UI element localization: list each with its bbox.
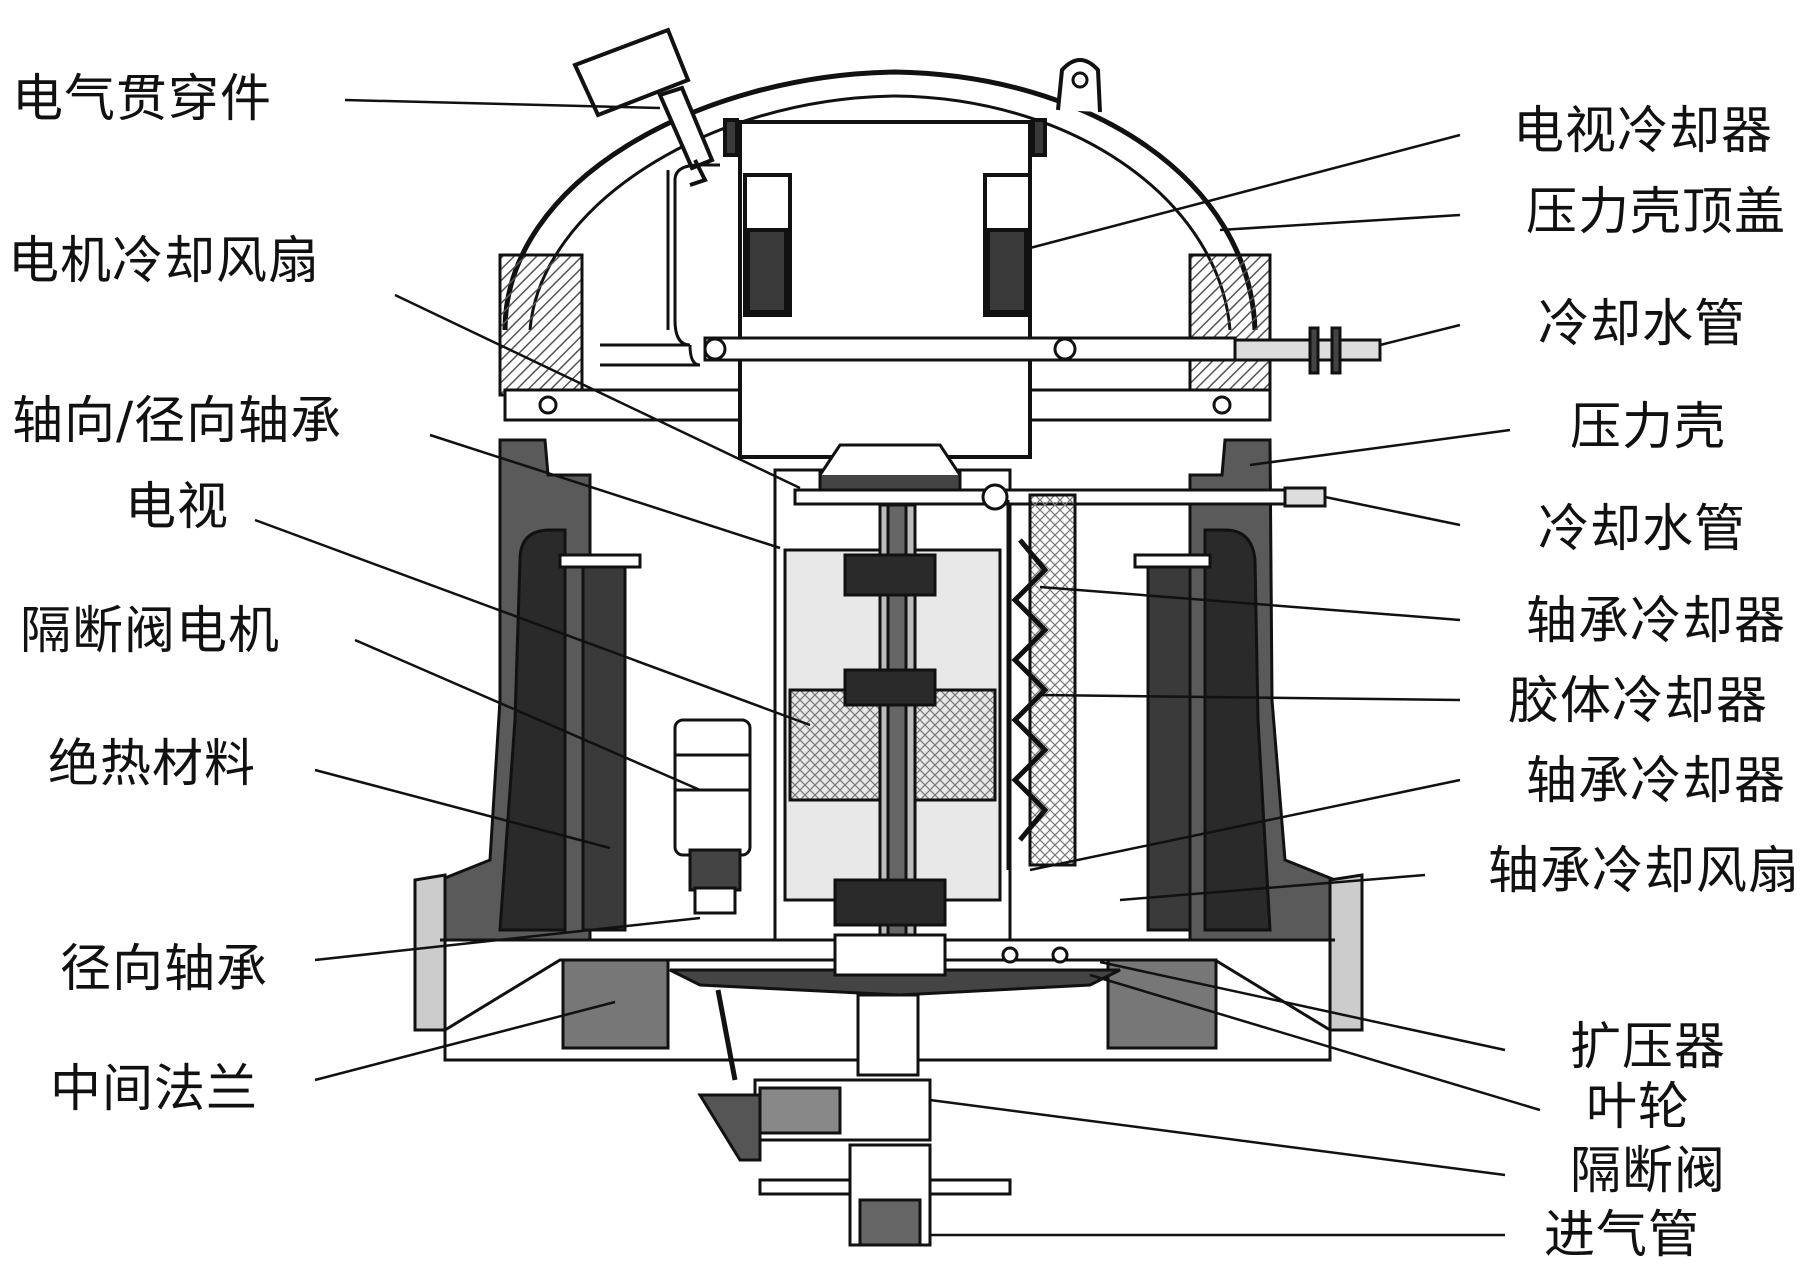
colloid-cooler	[1006, 493, 1077, 870]
leader-lines	[254, 98, 1541, 1237]
motor-cooler	[723, 118, 1047, 459]
label-isolation-valve: 隔断阀	[1569, 1142, 1726, 1201]
thermal-insulation	[558, 553, 1212, 932]
label-pressure-shell: 压力壳	[1569, 398, 1726, 457]
label-bearing-cooler-1: 轴承冷却器	[1525, 592, 1786, 651]
label-intermediate-flange: 中间法兰	[50, 1060, 259, 1119]
isolation-valve-motor	[673, 718, 752, 915]
label-diffuser: 扩压器	[1569, 1018, 1726, 1077]
label-isolation-valve-motor: 隔断阀电机	[20, 602, 281, 661]
label-inlet-pipe: 进气管	[1543, 1206, 1700, 1265]
label-cooling-water-pipe-1: 冷却水管	[1537, 295, 1746, 354]
label-impeller: 叶轮	[1585, 1078, 1690, 1137]
label-motor-cooling-fan: 电机冷却风扇	[8, 232, 321, 291]
label-axial-radial-bearing: 轴向/径向轴承	[12, 392, 343, 451]
internal-conduit	[600, 163, 720, 367]
label-colloid-cooler: 胶体冷却器	[1507, 672, 1768, 731]
label-motor-cooler: 电视冷却器	[1512, 102, 1773, 161]
inlet-assembly	[697, 989, 1012, 1247]
diffuser-impeller	[669, 933, 1121, 997]
label-motor: 电视	[125, 478, 230, 537]
label-bearing-cooling-fan: 轴承冷却风扇	[1487, 842, 1800, 901]
label-thermal-insulation: 绝热材料	[48, 735, 257, 794]
label-pressure-shell-top-cover: 压力壳顶盖	[1525, 183, 1786, 242]
cooling-water-pipe-upper	[703, 326, 1382, 375]
label-radial-bearing: 径向轴承	[60, 940, 269, 999]
label-bearing-cooler-2: 轴承冷却器	[1525, 752, 1786, 811]
electrical-penetration	[572, 27, 715, 187]
label-electrical-penetration: 电气贯穿件	[12, 70, 273, 129]
label-cooling-water-pipe-2: 冷却水管	[1537, 500, 1746, 559]
motor-housing	[773, 443, 1012, 947]
